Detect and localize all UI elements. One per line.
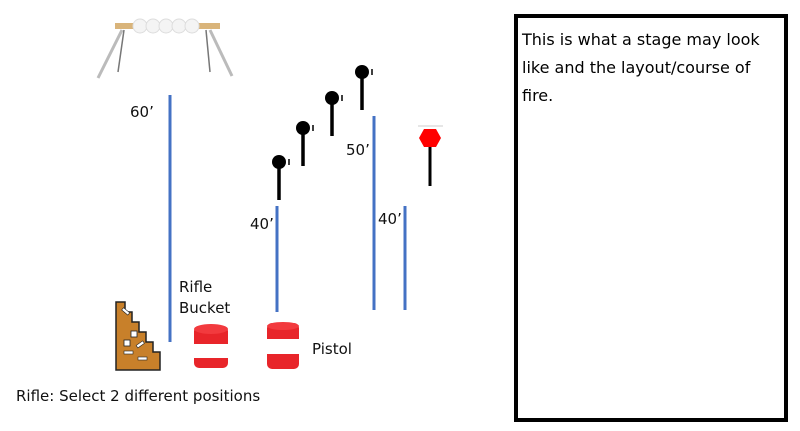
popper-target-3 [325,91,343,136]
stage-note-text: This is what a stage may look like and t… [522,30,760,105]
rifle-instruction: Rifle: Select 2 different positions [16,387,260,405]
popper-target-4 [355,65,373,110]
rifle-bucket-label-line2: Bucket [179,299,230,317]
distance-label-40-right: 40’ [378,210,402,228]
popper-target-1 [272,155,290,200]
pistol-barrel [267,322,299,369]
pistol-label: Pistol [312,340,352,358]
stop-plate-target [418,125,443,186]
distance-label-40-left: 40’ [250,215,274,233]
distance-label-60: 60’ [130,103,154,121]
distance-label-50: 50’ [346,141,370,159]
rifle-bucket-label-line1: Rifle [179,278,212,296]
stage-note-box: This is what a stage may look like and t… [514,14,788,422]
plate-rack-image [90,0,235,92]
barricade-icon [115,301,161,371]
popper-target-2 [296,121,314,166]
rifle-bucket-barrel [194,324,228,368]
